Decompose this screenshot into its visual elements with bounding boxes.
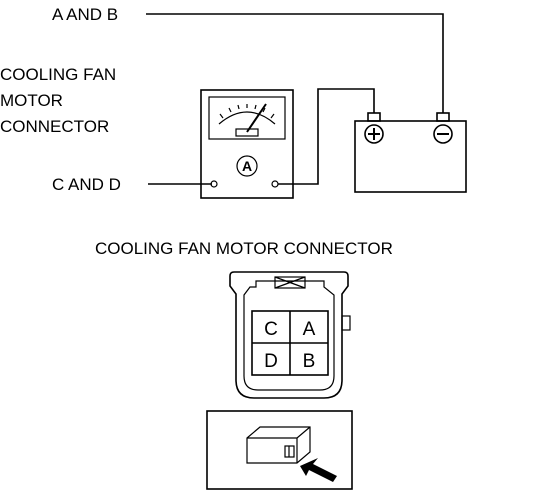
lead-a-and-b [146,13,444,113]
connector-side-key [341,315,351,331]
label-connector-line1: COOLING FAN [0,65,116,84]
connector-face: C A D B [229,271,351,399]
lead-ammeter-to-battery [278,88,375,185]
battery [354,112,467,193]
battery-post-positive [367,112,381,122]
pin-c: C [264,319,278,340]
pin-a: A [303,319,316,340]
label-c-and-d: C AND D [52,175,121,194]
battery-post-negative [436,112,450,122]
ammeter-symbol: A [242,158,252,174]
view-direction-inset [206,410,353,490]
connector-housing-outer [229,271,349,399]
connector-body-icon [246,426,311,464]
label-connector-line3: CONNECTOR [0,117,109,136]
pin-b: B [303,351,316,372]
view-direction-arrow-icon [300,458,337,482]
positive-terminal-icon [364,124,384,144]
ammeter-body [200,89,294,199]
ammeter-needle-base [235,128,259,137]
connector-latch [274,276,306,289]
ammeter-symbol-circle [236,155,258,177]
ammeter: A [200,89,294,199]
battery-body [354,120,467,193]
ammeter-terminal-left [210,180,218,188]
ammeter-dial-window [208,96,286,140]
connector-housing-inner [243,280,335,391]
pin-d: D [264,351,278,372]
ammeter-terminal-right [271,180,279,188]
label-connector-line2: MOTOR [0,91,63,110]
connector-title: COOLING FAN MOTOR CONNECTOR [95,239,393,258]
ammeter-scale-arc [218,111,276,125]
inset-frame [206,410,353,490]
negative-terminal-icon [433,124,453,144]
ammeter-needle [246,103,267,133]
label-a-and-b: A AND B [52,5,118,24]
